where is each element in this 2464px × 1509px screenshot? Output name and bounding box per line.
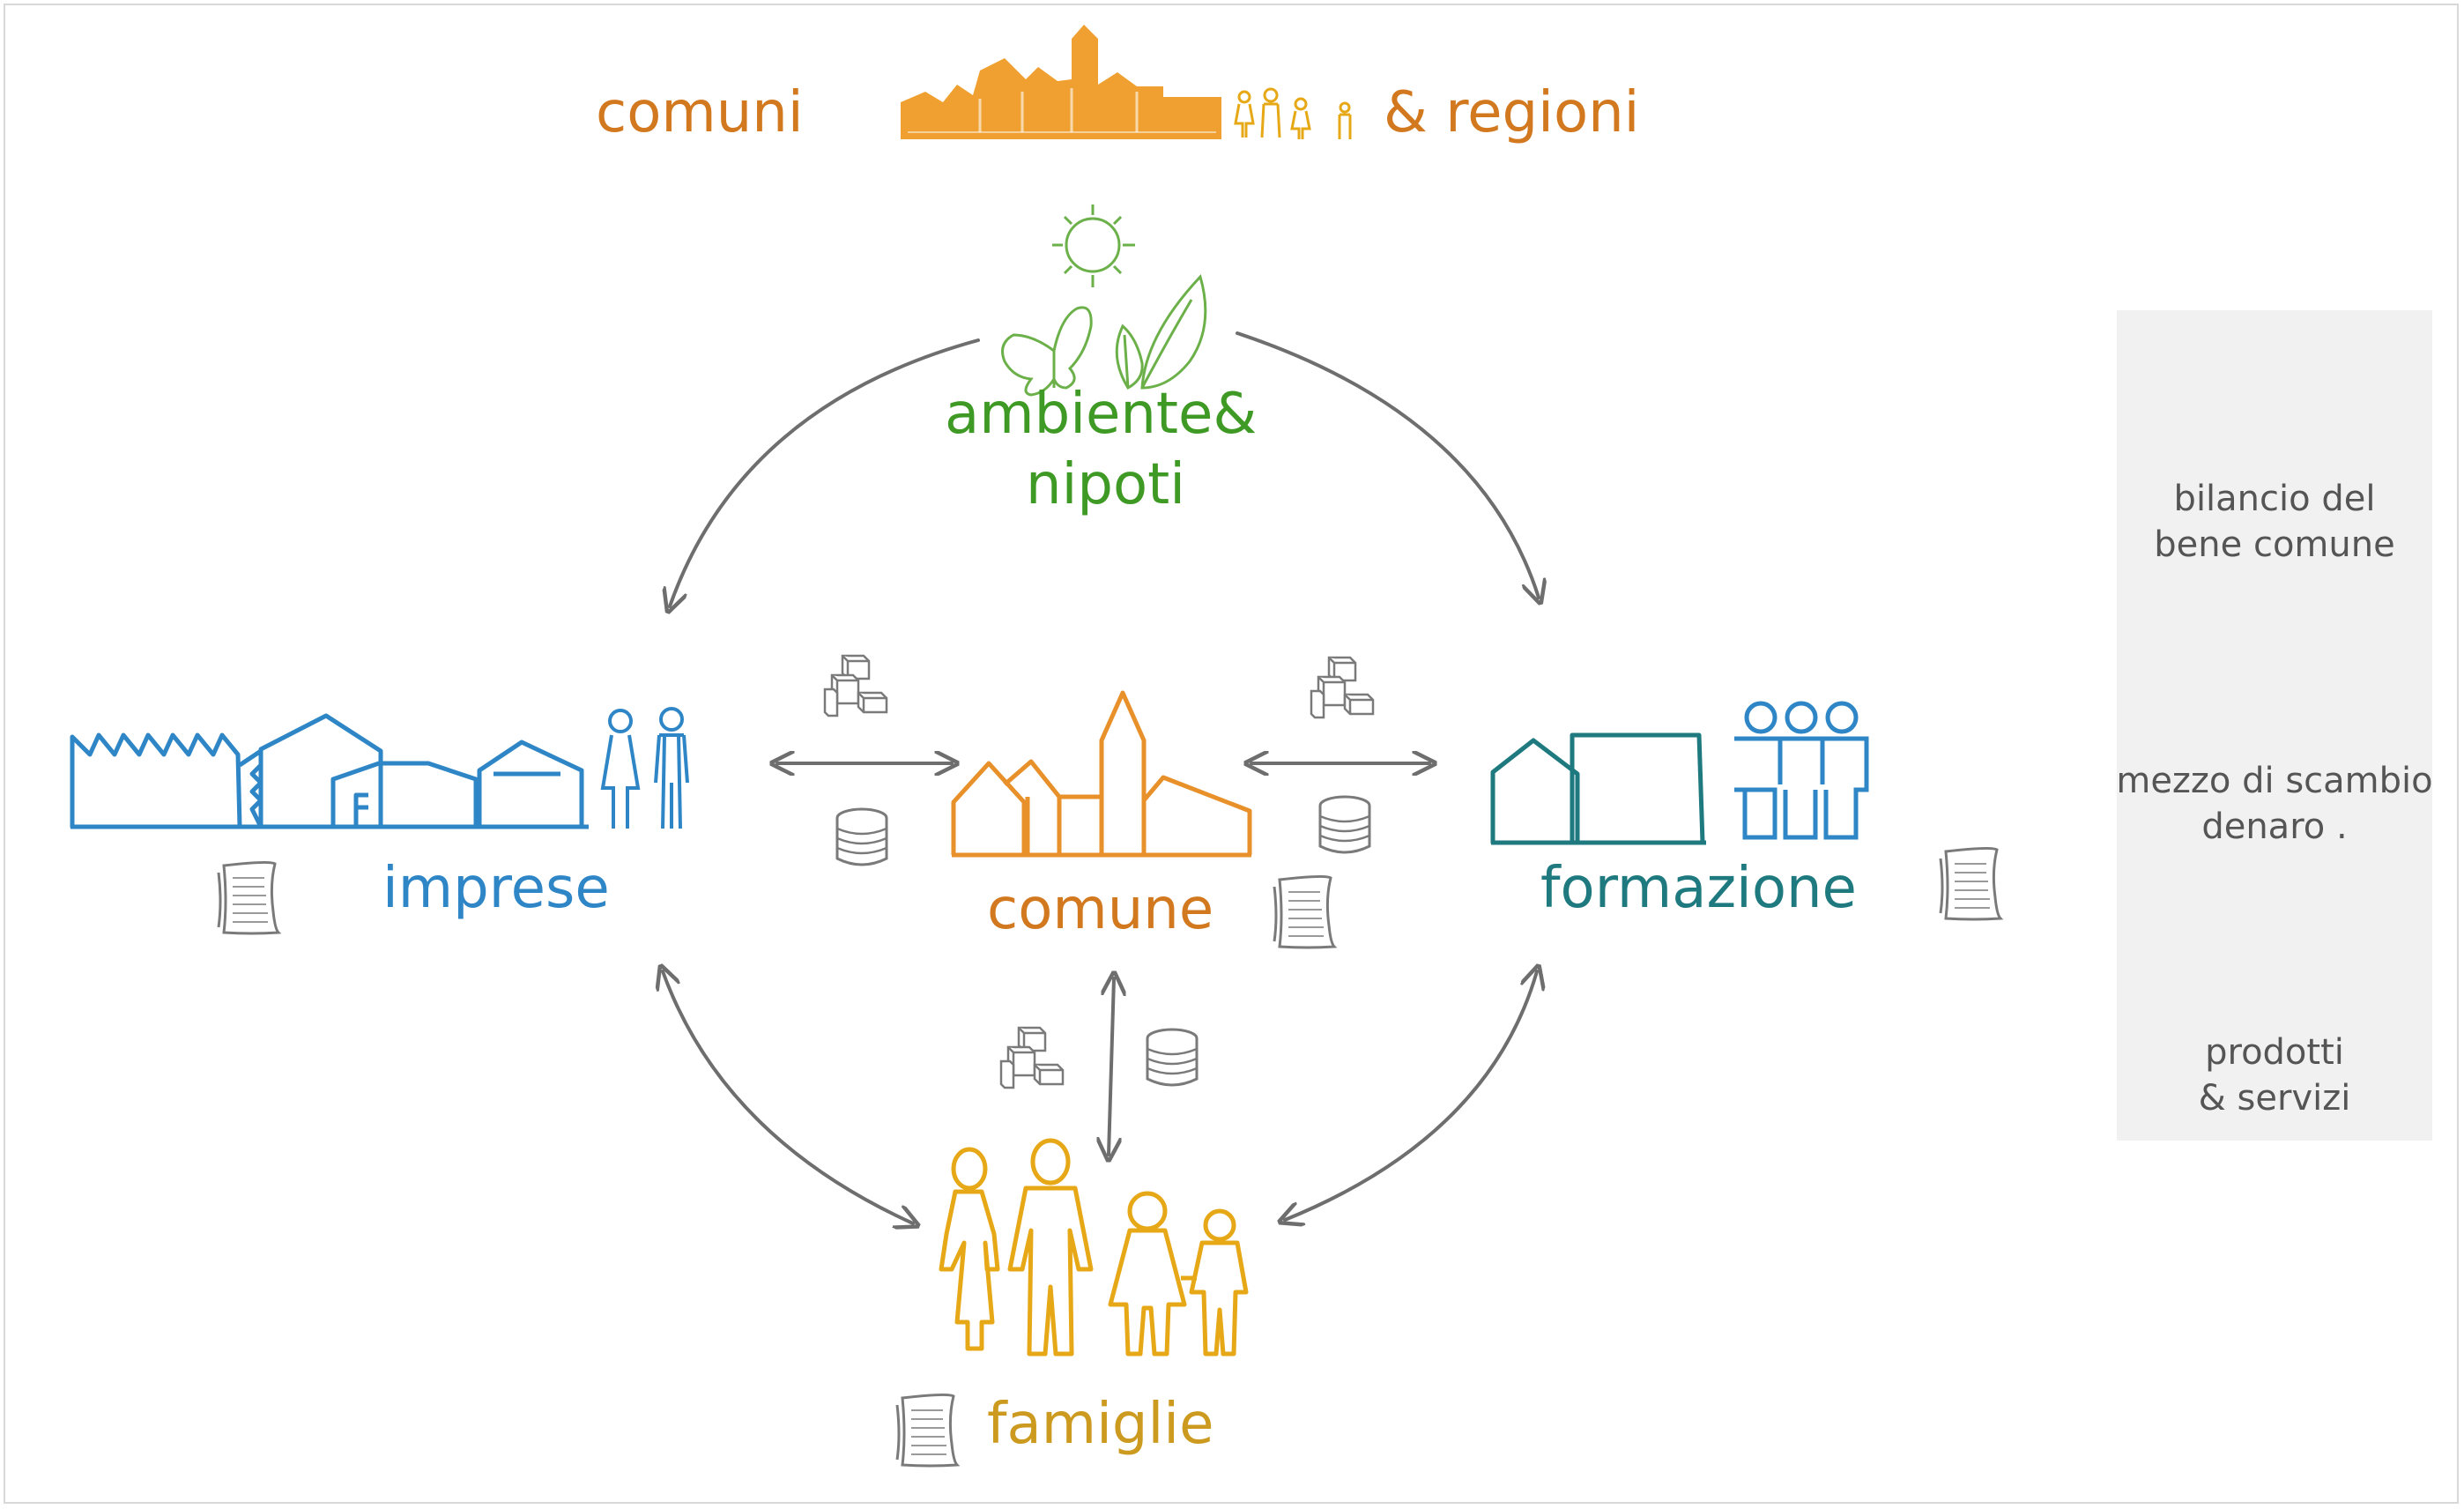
frame-border — [4, 4, 2459, 1504]
document-icon — [1939, 846, 2002, 921]
ambiente-label-line2: nipoti — [1026, 452, 1185, 517]
coin-stack-icon — [835, 807, 888, 866]
school-building-icon — [1490, 732, 1706, 845]
comune-label: comune — [987, 877, 1214, 942]
arrow-imprese-famiglie — [663, 971, 913, 1223]
butterfly-icon — [1001, 306, 1093, 397]
leaves-icon — [1115, 274, 1207, 390]
legend-panel — [2117, 310, 2432, 1141]
document-icon — [217, 860, 280, 935]
town-silhouette-icon — [901, 25, 1221, 139]
boxes-icon — [1310, 656, 1375, 719]
header-comuni-label: comuni — [596, 80, 804, 145]
document-icon — [895, 1393, 959, 1468]
document-icon — [1273, 874, 1336, 949]
legend-item-line1: mezzo di scambio — [2116, 761, 2433, 801]
arrow-ambiente-to-imprese — [670, 338, 980, 606]
legend-item-line2: bene comune — [2154, 524, 2395, 565]
boxes-icon — [823, 654, 888, 717]
coin-stack-icon — [1318, 795, 1371, 854]
cycle-arrows — [663, 331, 1539, 1223]
boxes-icon — [999, 1026, 1065, 1089]
legend-item-line2: & servizi — [2198, 1078, 2351, 1119]
legend-item-bilancio: bilancio del bene comune — [2117, 476, 2432, 568]
coin-stack-icon — [1146, 1028, 1199, 1087]
arrow-ambiente-to-formazione — [1236, 331, 1539, 598]
header-regioni-label: & regioni — [1384, 80, 1640, 145]
formazione-label: formazione — [1540, 856, 1857, 921]
legend-item-mezzo: mezzo di scambio denaro . — [2108, 758, 2441, 850]
factory-buildings-icon — [70, 713, 589, 829]
legend-item-line2: denaro . — [2201, 807, 2348, 847]
group-people-icon — [1734, 701, 1869, 840]
two-people-icon — [600, 707, 689, 829]
famiglie-label: famiglie — [987, 1392, 1214, 1457]
small-people-icon — [1234, 87, 1352, 139]
ambiente-label-line1: ambiente& — [945, 382, 1258, 447]
family-people-icon — [939, 1138, 1249, 1357]
legend-item-line1: prodotti — [2205, 1032, 2344, 1073]
village-houses-icon — [951, 690, 1252, 858]
arrow-comune-famiglie — [1109, 978, 1114, 1155]
legend-item-prodotti: prodotti & servizi — [2117, 1030, 2432, 1121]
imprese-label: imprese — [382, 856, 610, 921]
legend-item-line1: bilancio del — [2173, 479, 2376, 519]
arrow-formazione-famiglie — [1285, 971, 1537, 1220]
sun-icon — [1052, 204, 1135, 287]
